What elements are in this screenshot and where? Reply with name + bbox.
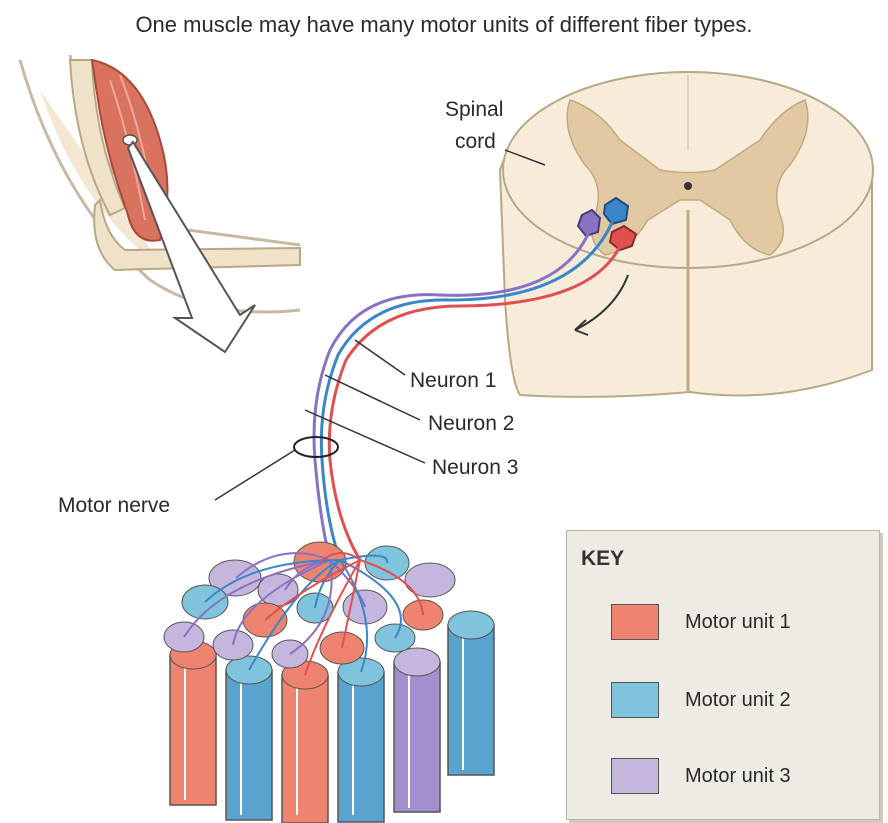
motor-unit-1-label: Motor unit 1 [685,611,791,634]
motor-unit-3-swatch [611,758,659,794]
key-item-motor-unit-1: Motor unit 1 [611,603,791,641]
key-item-motor-unit-3: Motor unit 3 [611,757,791,795]
motor-unit-1-swatch [611,604,659,640]
neuron3-label: Neuron 3 [432,456,518,479]
motor-unit-2-label: Motor unit 2 [685,689,791,712]
spinal-cord-label-line1: Spinal [445,98,503,121]
neuron2-label: Neuron 2 [428,412,514,435]
motor-nerve-label: Motor nerve [58,494,170,517]
key-item-motor-unit-2: Motor unit 2 [611,681,791,719]
key-title: KEY [581,547,624,571]
muscle-fiber-bundle [164,542,494,823]
spinal-cord [500,72,873,397]
key-legend: KEY Motor unit 1 Motor unit 2 Motor unit… [566,530,880,820]
arm-illustration [20,55,300,352]
spinal-cord-label-line2: cord [455,130,496,153]
motor-unit-3-label: Motor unit 3 [685,765,791,788]
neuron1-label: Neuron 1 [410,369,496,392]
motor-unit-2-swatch [611,682,659,718]
